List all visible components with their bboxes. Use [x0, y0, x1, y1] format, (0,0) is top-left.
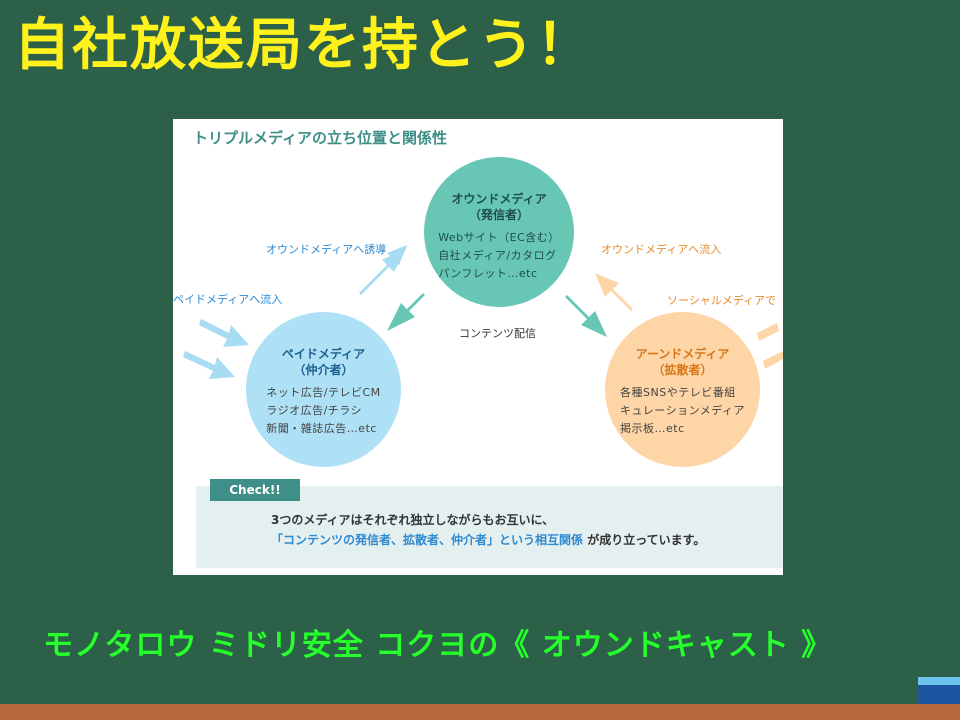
owned-media-role: （発信者） — [468, 208, 529, 222]
earned-media-item: キュレーションメディア — [620, 404, 745, 417]
owned-media-items: Webサイト（EC含む） 自社メディア/カタログ パンフレット…etc — [438, 229, 560, 283]
relation-arrows — [183, 245, 783, 379]
check-highlight: 「コンテンツの発信者、拡散者、仲介者」という相互関係 — [271, 533, 584, 547]
arrow-into-paid-1 — [199, 319, 249, 347]
paid-media-item: ネット広告/テレビCM — [266, 386, 381, 399]
arrow-into-earned-1 — [757, 323, 779, 341]
label-to-owned-right: オウンドメディアへ流入 — [601, 243, 722, 256]
owned-media-item: Webサイト（EC含む） — [438, 231, 560, 244]
paid-media-title: ペイドメディア — [281, 347, 366, 361]
arrow-into-paid-2 — [183, 351, 235, 379]
owned-media-title: オウンドメディア — [451, 192, 547, 206]
label-social: ソーシャルメディアで — [667, 294, 777, 307]
paid-media-item: 新聞・雑誌広告…etc — [266, 422, 377, 435]
arrow-owned-to-earned — [565, 295, 607, 337]
label-to-owned-left: オウンドメディアへ誘導 — [266, 243, 387, 256]
bottom-caption: モノタロウ ミドリ安全 コクヨの《 オウンドキャスト 》 — [43, 628, 833, 663]
owned-media-circle: オウンドメディア （発信者） Webサイト（EC含む） 自社メディア/カタログ … — [424, 157, 574, 307]
earned-media-title: アーンドメディア — [635, 347, 730, 361]
paid-media-items: ネット広告/テレビCM ラジオ広告/チラシ 新聞・雑誌広告…etc — [266, 384, 380, 438]
arrow-earned-to-owned — [595, 273, 633, 311]
paid-media-item: ラジオ広告/チラシ — [266, 404, 363, 417]
headline: 自社放送局を持とう！ — [14, 13, 594, 78]
chalk-tray — [0, 704, 960, 720]
paid-media-circle: ペイドメディア （仲介者） ネット広告/テレビCM ラジオ広告/チラシ 新聞・雑… — [246, 312, 401, 467]
figure-title: トリプルメディアの立ち位置と関係性 — [193, 129, 447, 147]
paid-media-role: （仲介者） — [293, 363, 354, 377]
check-tag: Check!! — [210, 479, 300, 501]
arrow-owned-to-paid — [387, 293, 425, 331]
label-content-delivery: コンテンツ配信 — [459, 327, 536, 340]
earned-media-items: 各種SNSやテレビ番組 キュレーションメディア 掲示板…etc — [620, 384, 745, 438]
earned-media-item: 掲示板…etc — [620, 422, 685, 435]
triple-media-figure: トリプルメディアの立ち位置と関係性 — [173, 119, 783, 575]
eraser-top — [918, 677, 960, 685]
arrow-paid-to-owned — [359, 245, 407, 295]
earned-media-circle: アーンドメディア （拡散者） 各種SNSやテレビ番組 キュレーションメディア 掲… — [605, 312, 760, 467]
owned-media-item: 自社メディア/カタログ — [438, 249, 557, 262]
owned-media-item: パンフレット…etc — [438, 267, 538, 280]
earned-media-role: （拡散者） — [652, 363, 713, 377]
earned-media-item: 各種SNSやテレビ番組 — [620, 386, 736, 399]
label-to-paid: ペイドメディアへ流入 — [173, 293, 283, 306]
check-text-line1: 3つのメディアはそれぞれ独立しながらもお互いに、 — [271, 513, 555, 527]
check-text-rest: が成り立っています。 — [583, 533, 706, 547]
check-text-line2: 「コンテンツの発信者、拡散者、仲介者」という相互関係 が成り立っています。 — [271, 531, 705, 548]
arrow-into-earned-2 — [763, 351, 783, 369]
eraser-body — [918, 685, 960, 704]
